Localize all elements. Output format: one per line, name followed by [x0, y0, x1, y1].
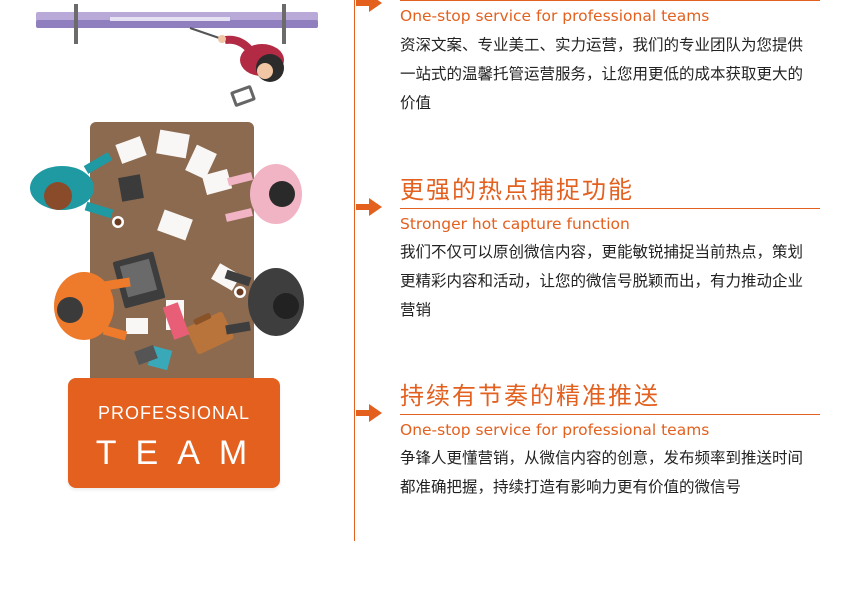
section-subtitle: One-stop service for professional teams	[400, 421, 710, 439]
section-body: 资深文案、专业美工、实力运营，我们的专业团队为您提供一站式的温馨托管运营服务，让…	[400, 36, 804, 112]
section-body: 争锋人更懂营销，从微信内容的创意，发布频率到推送时间都准确把握，持续打造有影响力…	[400, 449, 804, 496]
arrow-right-icon	[356, 404, 382, 422]
person-teal	[30, 152, 114, 219]
presentation-illustration	[36, 4, 318, 107]
section-rule	[400, 208, 820, 209]
section-body: 我们不仅可以原创微信内容，更能敏锐捕捉当前热点，策划更精彩内容和活动，让您的微信…	[400, 243, 804, 319]
arrow-right-icon	[356, 0, 382, 12]
person-orange	[54, 272, 131, 341]
section-subtitle: Stronger hot capture function	[400, 215, 630, 233]
section-title: 持续有节奏的精准推送	[400, 382, 660, 410]
person-dark	[224, 268, 304, 336]
arrow-right-icon	[356, 198, 382, 216]
timeline-line	[354, 0, 355, 541]
professional-team-badge: PROFESSIONAL TEAM	[68, 378, 280, 488]
meeting-illustration	[30, 4, 318, 384]
section-subtitle: One-stop service for professional teams	[400, 7, 710, 25]
badge-line1: PROFESSIONAL	[97, 403, 251, 423]
person-pink	[225, 164, 302, 224]
section-title: 更强的热点捕捉功能	[400, 176, 634, 204]
section-rule	[400, 0, 820, 1]
badge-line2: TEAM	[95, 434, 267, 472]
section-rule	[400, 414, 820, 415]
